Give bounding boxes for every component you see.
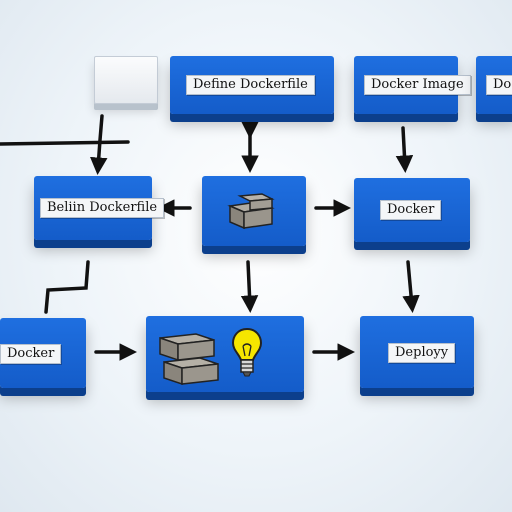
define-dockerfile-block[interactable]: Define Dockerfile	[170, 56, 334, 114]
arrow-docker-deploy	[402, 260, 420, 313]
docker-middle-block[interactable]: Docker	[354, 178, 470, 242]
define-dockerfile-label: Define Dockerfile	[186, 75, 315, 95]
stacked-boxes-icon	[159, 333, 219, 386]
placeholder-block	[94, 56, 158, 104]
center-top-block[interactable]	[202, 176, 306, 246]
deploy-block[interactable]: Deployy	[360, 316, 474, 388]
zigzag-line	[44, 260, 90, 314]
arrow-center-down	[240, 260, 259, 313]
build-dockerfile-block[interactable]: Beliin Dockerfile	[34, 176, 165, 240]
docker-image-block[interactable]: Docker Image	[354, 56, 471, 114]
docker-edge-label: Do	[486, 75, 512, 95]
arrow-to-build	[90, 114, 108, 175]
docker-edge-block[interactable]: Do	[476, 56, 512, 114]
entry-line	[0, 140, 130, 146]
arrow-image-docker	[395, 126, 414, 173]
docker-bottom-left-label: Docker	[0, 344, 62, 364]
docker-bottom-left-block[interactable]: Docker	[0, 318, 86, 388]
stacked-boxes-icon	[227, 193, 275, 230]
docker-middle-label: Docker	[380, 200, 442, 220]
center-bottom-block[interactable]	[146, 316, 304, 392]
build-dockerfile-label: Beliin Dockerfile	[40, 198, 165, 218]
docker-image-label: Docker Image	[364, 75, 471, 95]
lightbulb-icon	[231, 327, 263, 377]
deploy-label: Deployy	[388, 343, 456, 363]
